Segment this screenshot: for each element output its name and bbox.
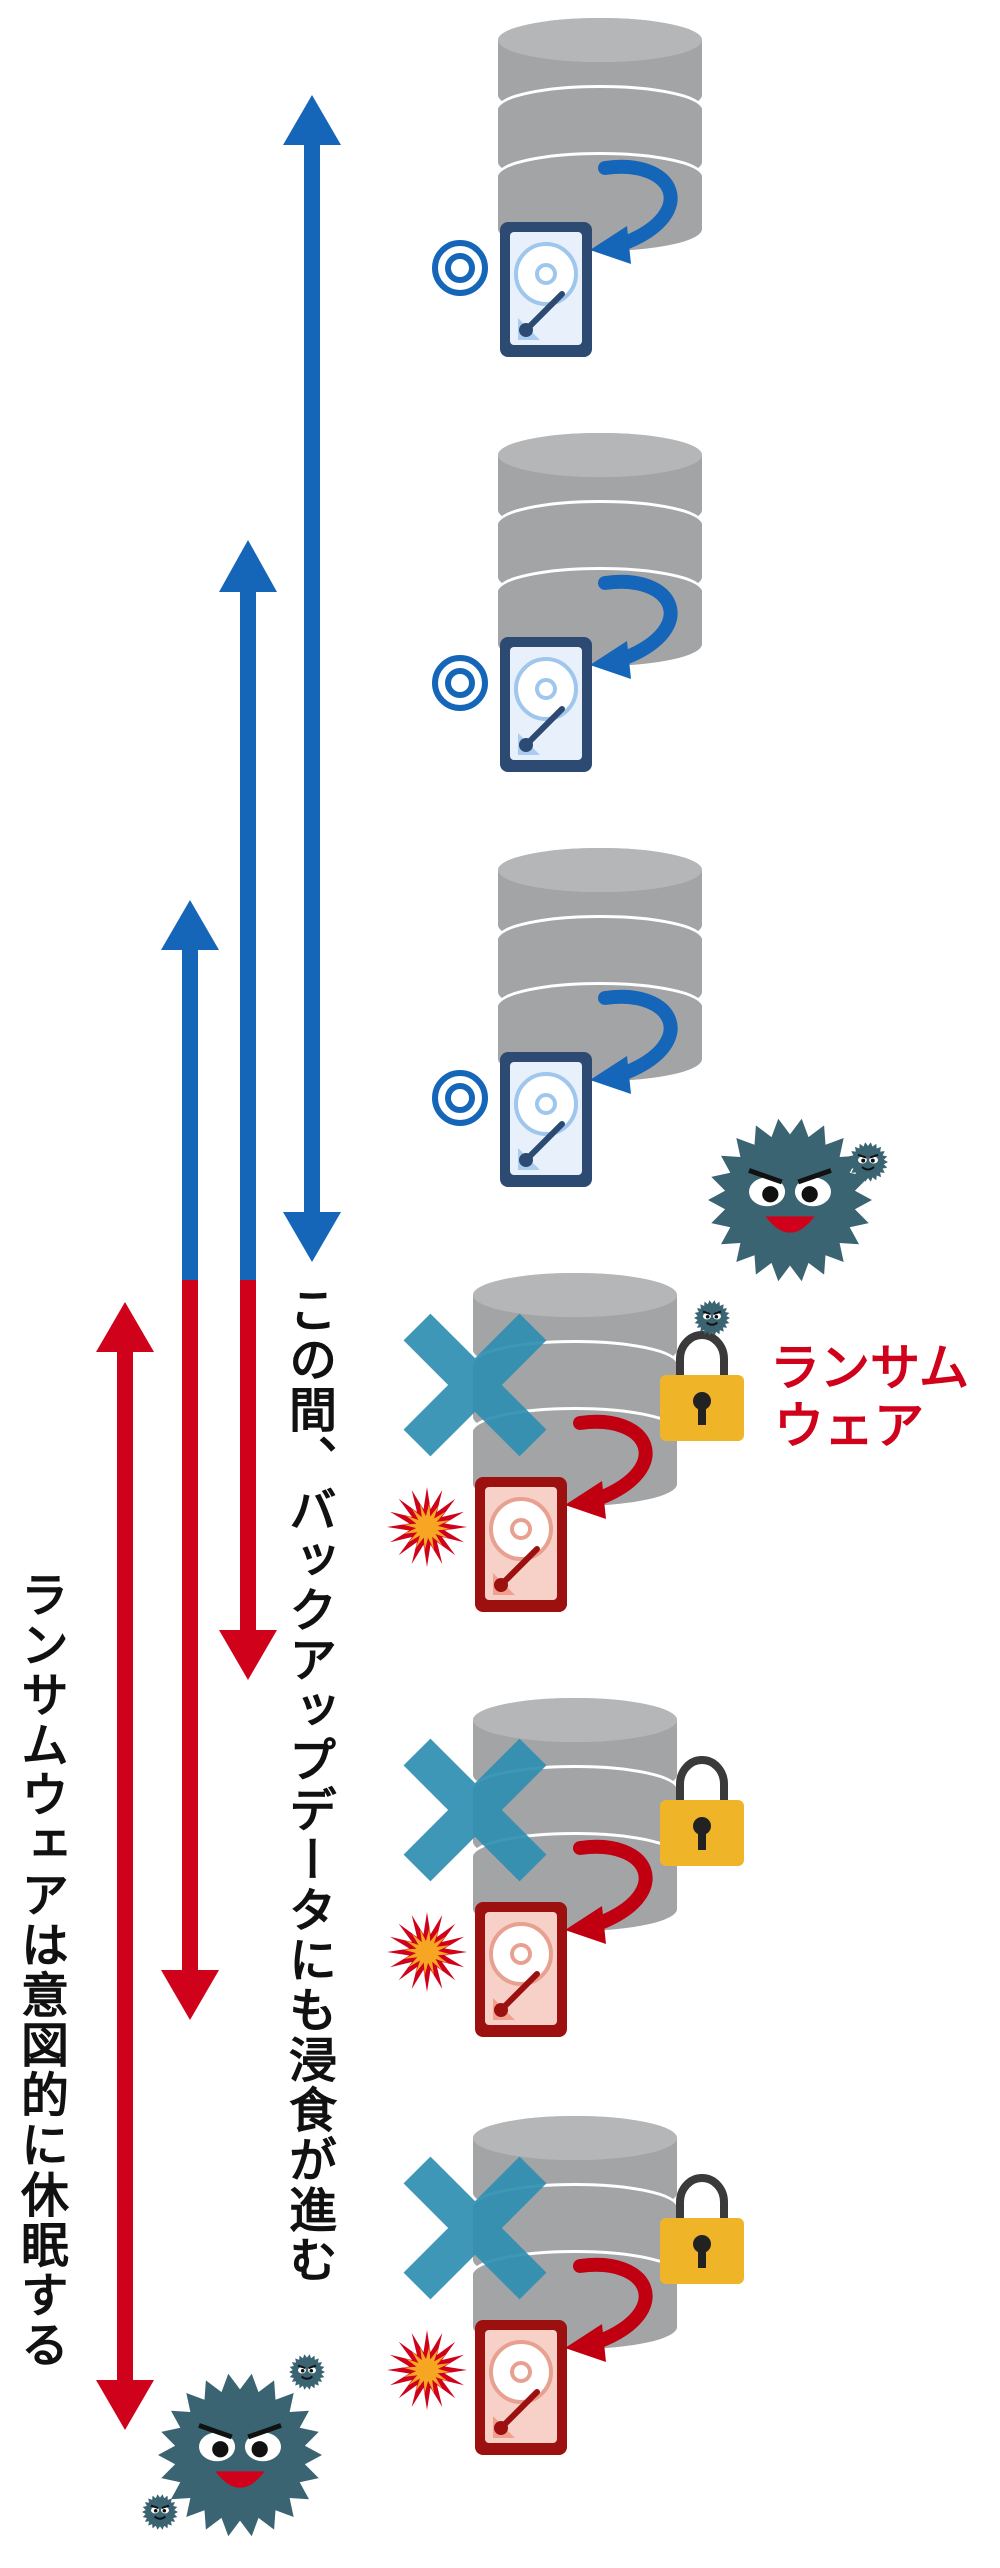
timeline-arrow-mid [219, 540, 277, 1680]
backup-unit [432, 848, 702, 1187]
x-mark-icon [403, 2156, 547, 2300]
drive-icon [500, 1052, 592, 1187]
drive-infected-icon [475, 1477, 567, 1612]
virus-small-icon [694, 1300, 730, 1336]
backup-unit [387, 1273, 744, 1612]
ransomware-label-line2: ウェア [774, 1396, 924, 1455]
virus-icon [708, 1118, 872, 1282]
server-icon [498, 433, 702, 666]
copy-arrow-icon [565, 1839, 653, 1944]
backup-unit [387, 2116, 744, 2455]
virus-small-icon [848, 1142, 888, 1182]
copy-arrow-icon [565, 1414, 653, 1519]
copy-arrow-icon [590, 989, 678, 1094]
server-icon [498, 18, 702, 251]
spread-label: この間、バックアップデータにも浸食が進む [280, 1285, 336, 2285]
burst-icon [387, 1912, 467, 1992]
timeline-arrow-short [161, 900, 219, 2020]
timeline-arrow-long [283, 95, 341, 1262]
ransomware-label-line1: ランサム [770, 1339, 969, 1397]
drive-infected-icon [475, 2320, 567, 2455]
dormant-label: ランサムウェアは意図的に休眠する [12, 1570, 68, 2370]
copy-arrow-icon [590, 159, 678, 264]
double-circle-icon [432, 655, 488, 711]
double-circle-icon [432, 1070, 488, 1126]
ransomware-label: ランサム ウェア [770, 1339, 969, 1455]
timeline-arrow-dormant [96, 1302, 154, 2430]
copy-arrow-icon [565, 2257, 653, 2362]
lock-icon [660, 1756, 744, 1866]
drive-icon [500, 222, 592, 357]
backup-unit [432, 18, 702, 357]
virus-small-icon [142, 2494, 178, 2530]
burst-icon [387, 1487, 467, 1567]
burst-icon [387, 2330, 467, 2410]
lock-icon [660, 1331, 744, 1441]
virus-small-icon [289, 2354, 325, 2390]
lock-icon [660, 2174, 744, 2284]
drive-icon [500, 637, 592, 772]
backup-unit [432, 433, 702, 772]
backup-unit [387, 1698, 744, 2037]
copy-arrow-icon [590, 574, 678, 679]
double-circle-icon [432, 240, 488, 296]
x-mark-icon [403, 1313, 547, 1457]
x-mark-icon [403, 1738, 547, 1882]
drive-infected-icon [475, 1902, 567, 2037]
virus-icon [158, 2373, 322, 2537]
